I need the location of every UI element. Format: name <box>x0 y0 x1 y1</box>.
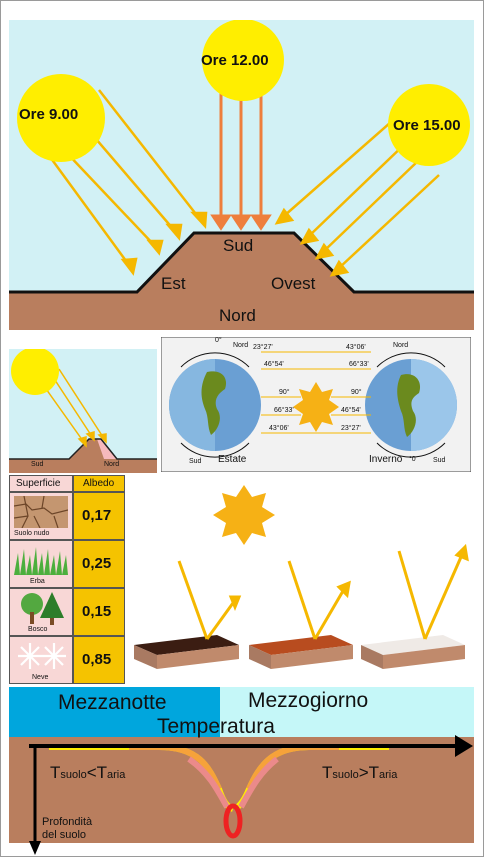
depth-axis-arrow <box>29 841 41 855</box>
angle-right-2: 90° <box>351 389 362 396</box>
noon-title: Mezzogiorno <box>248 689 369 712</box>
temperature-profile <box>29 735 473 855</box>
profile-bulb <box>223 803 243 839</box>
small-ridge <box>9 439 157 473</box>
depth-label-2: del suolo <box>42 829 87 841</box>
table-row-surface: Bosco <box>9 588 73 636</box>
depth-label-1: Profondità <box>42 816 93 828</box>
angle-right-4: 23°27' <box>341 425 361 432</box>
midnight-band <box>9 687 220 737</box>
table-row-value: 0,85 <box>73 636 125 684</box>
small-ridge-outline <box>9 438 157 460</box>
slab-dark-soil <box>134 635 239 669</box>
earth-right-land <box>397 374 421 437</box>
ridge-ground <box>9 233 474 330</box>
pole-right-zero: °0 <box>409 456 416 463</box>
snowflake-icon <box>18 643 66 669</box>
angle-left-0: 23°27' <box>253 344 273 351</box>
temperature-title: Temperatura <box>157 715 275 738</box>
table-row-value: 0,17 <box>73 492 125 540</box>
forest-icon <box>21 592 64 625</box>
sun-path-panel <box>9 20 474 330</box>
small-label-right: Nord <box>104 461 120 468</box>
formula-midnight: Tsuolo<Taria <box>50 763 126 782</box>
ridge-outline <box>9 231 474 294</box>
sun-noon <box>202 20 284 101</box>
pole-right-top: Nord <box>393 342 409 349</box>
pole-left-zero: 0° <box>215 337 222 344</box>
season-summer: Estate <box>218 454 247 465</box>
afternoon-rays <box>274 114 440 277</box>
formula-noon: Tsuolo>Taria <box>322 763 398 782</box>
slab-snow <box>361 635 465 669</box>
pole-left-top: Nord <box>233 342 249 349</box>
table-row-value: 0,15 <box>73 588 125 636</box>
sun-afternoon <box>388 84 470 166</box>
midnight-title: Mezzanotte <box>58 691 167 714</box>
central-sun <box>293 382 339 432</box>
slope-label-bottom: Nord <box>219 306 256 325</box>
pole-left-bottom: Sud <box>189 458 202 465</box>
slope-label-top: Sud <box>223 236 254 255</box>
table-row-surface: Suolo nudo <box>9 492 73 540</box>
angle-right-3: 46°54' <box>341 407 361 414</box>
angle-left-2: 90° <box>279 389 290 396</box>
table-row-surface: Erba <box>9 540 73 588</box>
table-header-albedo: Albedo <box>73 475 125 492</box>
table-header-surface: Superficie <box>9 475 73 492</box>
sun-morning <box>17 74 105 162</box>
earth-rays <box>261 351 371 434</box>
earth-sun-panel <box>161 337 471 472</box>
slab-brown-soil <box>249 635 353 669</box>
angle-right-0: 43°06' <box>346 344 366 351</box>
angle-left-1: 46°54' <box>264 361 284 368</box>
table-row-surface: Neve <box>9 636 73 684</box>
slope-label-left: Est <box>161 274 186 293</box>
slope-label-right: Ovest <box>271 274 316 293</box>
small-label-left: Sud <box>31 461 44 468</box>
earth-left-land <box>201 371 227 435</box>
noon-band <box>220 687 474 737</box>
albedo-illustration <box>134 485 469 669</box>
sun-label-9: Ore 9.00 <box>19 106 79 123</box>
globe-ticks <box>180 352 446 458</box>
season-winter: Inverno <box>369 454 403 465</box>
albedo-rays <box>177 543 469 640</box>
angle-left-3: 66°33' <box>274 407 294 414</box>
pole-right-bottom: Sud <box>433 457 446 464</box>
sun-label-15: Ore 15.00 <box>393 117 461 134</box>
small-slope-panel <box>9 349 157 473</box>
noon-rays <box>210 80 272 231</box>
angle-left-4: 43°06' <box>269 425 289 432</box>
albedo-sun <box>213 485 275 545</box>
table-row-value: 0,25 <box>73 540 125 588</box>
small-shade <box>97 439 117 459</box>
angle-right-1: 66°33' <box>349 361 369 368</box>
temperature-axis-arrow <box>455 735 473 757</box>
sun-label-12: Ore 12.00 <box>201 52 269 69</box>
grass-icon <box>14 547 68 575</box>
small-sun <box>11 349 59 395</box>
bare-soil-icon <box>14 496 68 528</box>
